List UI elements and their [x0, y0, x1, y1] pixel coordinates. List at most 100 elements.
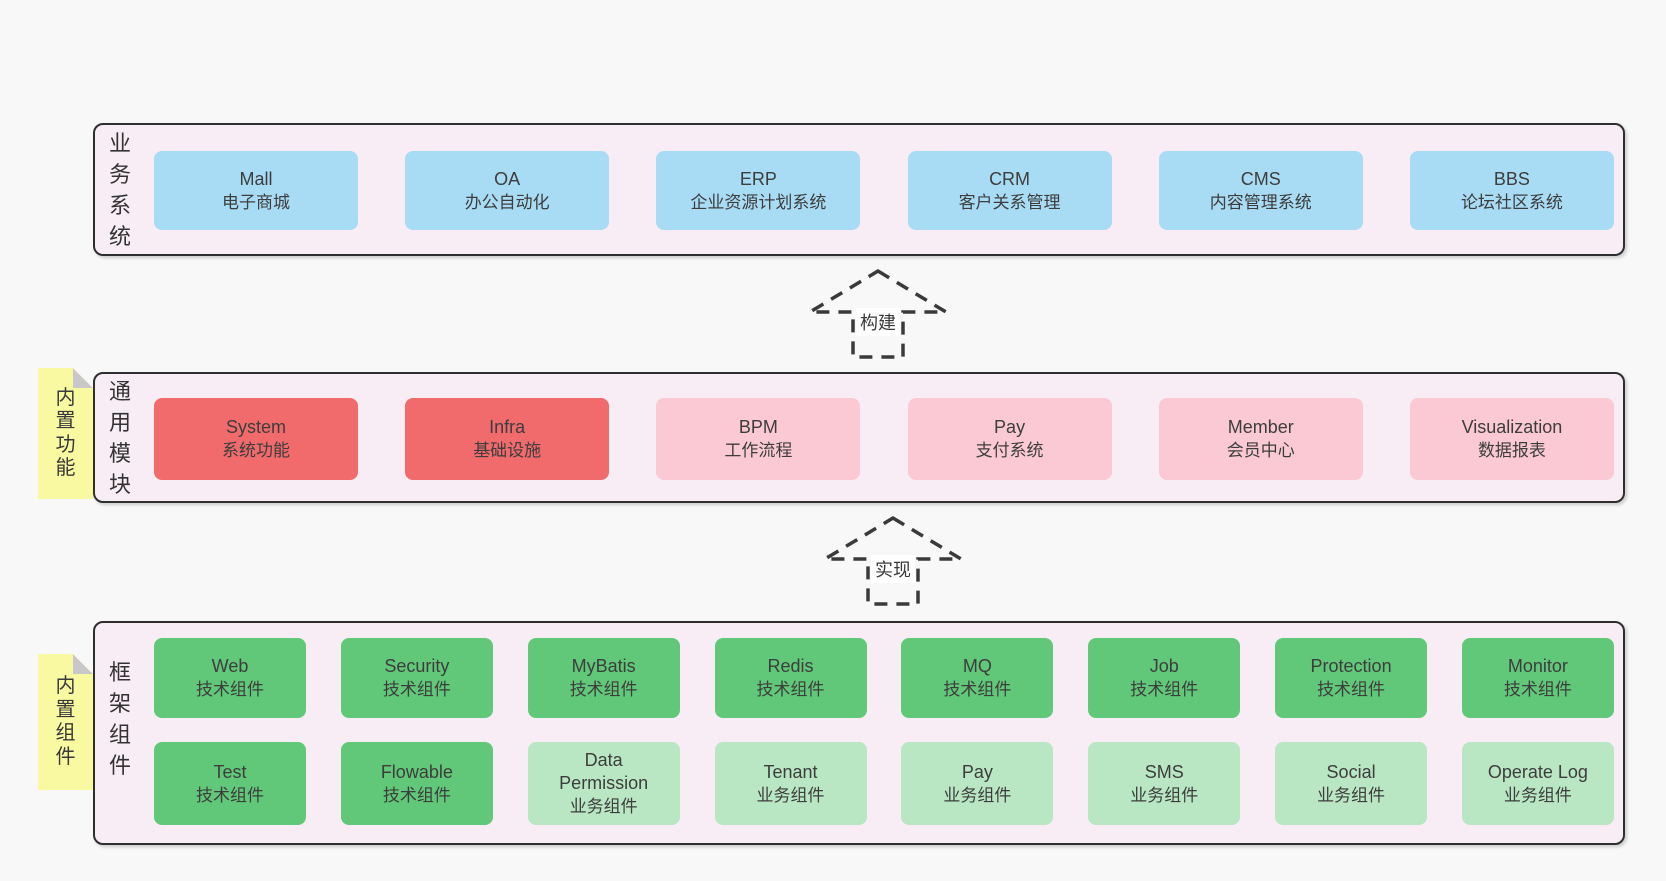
box-security: Security 技术组件 — [340, 638, 493, 718]
box-desc: 技术组件 — [943, 680, 1012, 699]
box-name: OA — [494, 168, 521, 189]
box-desc: 技术组件 — [756, 680, 825, 699]
box-desc: 系统功能 — [222, 441, 290, 460]
up-arrow-icon — [807, 268, 949, 359]
band-label-business-systems: 业务系统 — [108, 130, 131, 249]
box-name: MQ — [962, 656, 992, 676]
arrow-implement: 实现 — [822, 515, 964, 607]
box-name: Social — [1326, 761, 1376, 782]
box-name: Flowable — [380, 761, 453, 782]
arrow-build: 构建 — [807, 268, 949, 360]
box-desc: 技术组件 — [1503, 680, 1572, 699]
sticky-note-built-in-features: 内置功能 — [38, 368, 93, 499]
box-data-permission: Data Permission 业务组件 — [527, 742, 680, 825]
box-desc: 数据报表 — [1477, 441, 1546, 460]
box-redis: Redis 技术组件 — [714, 638, 867, 718]
box-crm: CRM 客户关系管理 — [907, 151, 1112, 230]
sticky-note-text: 内置组件 — [55, 675, 76, 768]
folded-corner-icon — [73, 654, 93, 674]
box-name: Redis — [767, 656, 814, 676]
box-system: System 系统功能 — [154, 398, 358, 480]
box-flowable: Flowable 技术组件 — [340, 742, 493, 825]
folded-corner-icon — [73, 368, 93, 388]
up-arrow-icon — [822, 515, 964, 606]
box-name: CMS — [1240, 168, 1281, 189]
sticky-note-text: 内置功能 — [55, 386, 76, 479]
box-desc: 技术组件 — [196, 680, 264, 699]
box-mall: Mall 电子商城 — [154, 151, 358, 230]
box-desc: 电子商城 — [222, 192, 290, 212]
box-name: Tenant — [763, 761, 818, 782]
box-name: Job — [1149, 656, 1179, 676]
box-desc: 论坛社区系统 — [1460, 192, 1563, 212]
box-desc: 工作流程 — [724, 441, 793, 460]
box-desc: 技术组件 — [382, 785, 451, 805]
band-label-common-modules: 通用模块 — [108, 378, 131, 497]
box-desc: 业务组件 — [943, 785, 1012, 805]
box-desc: 内容管理系统 — [1209, 192, 1312, 212]
box-desc: 支付系统 — [975, 441, 1044, 460]
box-row-components-2: Test 技术组件 Flowable 技术组件 Data Permission 业务组件 T… — [154, 742, 1614, 825]
box-bbs: BBS 论坛社区系统 — [1409, 151, 1614, 230]
box-oa: OA 办公自动化 — [405, 151, 610, 230]
box-desc: 业务组件 — [569, 797, 638, 816]
box-web: Web 技术组件 — [154, 638, 306, 718]
box-name: Test — [213, 761, 247, 782]
box-name: SMS — [1144, 761, 1184, 782]
box-desc: 技术组件 — [1317, 680, 1386, 699]
box-desc: 会员中心 — [1226, 441, 1295, 460]
box-desc: 技术组件 — [1130, 680, 1199, 699]
box-name: Data Permission — [559, 750, 649, 793]
arrow-label-build: 构建 — [856, 308, 900, 336]
box-name: Pay — [961, 761, 993, 782]
box-name: Pay — [994, 417, 1026, 437]
box-social: Social 业务组件 — [1275, 742, 1428, 825]
band-label-framework-components: 框架组件 — [108, 660, 131, 778]
box-desc: 技术组件 — [382, 680, 451, 699]
box-name: BPM — [738, 417, 778, 437]
box-job: Job 技术组件 — [1088, 638, 1241, 718]
box-erp: ERP 企业资源计划系统 — [656, 151, 861, 230]
box-name: Protection — [1310, 656, 1392, 676]
box-desc: 企业资源计划系统 — [690, 192, 827, 212]
box-desc: 客户关系管理 — [958, 192, 1061, 212]
box-name: BBS — [1493, 168, 1530, 189]
box-bpm: BPM 工作流程 — [656, 398, 861, 480]
box-desc: 业务组件 — [1317, 785, 1386, 805]
box-name: Security — [384, 656, 450, 676]
box-pay: Pay 业务组件 — [901, 742, 1054, 825]
box-desc: 技术组件 — [569, 680, 638, 699]
arrow-label-implement: 实现 — [871, 555, 915, 583]
box-name: Infra — [489, 417, 526, 437]
box-member: Member 会员中心 — [1158, 398, 1363, 480]
box-sms: SMS 业务组件 — [1088, 742, 1241, 825]
box-row-business: Mall 电子商城 OA 办公自动化 ERP 企业资源计划系统 CRM 客户关系管理 CMS 内容… — [154, 151, 1614, 230]
box-name: Web — [211, 656, 249, 676]
box-visualization: Visualization 数据报表 — [1409, 398, 1614, 480]
box-name: MyBatis — [571, 656, 636, 676]
box-name: Visualization — [1461, 417, 1563, 437]
box-desc: 技术组件 — [196, 785, 264, 805]
box-desc: 业务组件 — [1130, 785, 1199, 805]
box-monitor: Monitor 技术组件 — [1461, 638, 1614, 718]
box-pay: Pay 支付系统 — [907, 398, 1112, 480]
band-business-systems: 业务系统 Mall 电子商城 OA 办公自动化 ERP 企业资源计划系统 CRM 客户关系管理… — [93, 123, 1625, 256]
box-test: Test 技术组件 — [154, 742, 306, 825]
sticky-note-built-in-components: 内置组件 — [38, 654, 93, 790]
box-name: System — [225, 417, 286, 437]
box-name: Member — [1227, 417, 1294, 437]
box-desc: 办公自动化 — [464, 192, 550, 212]
box-name: Monitor — [1507, 656, 1568, 676]
box-name: Mall — [239, 168, 273, 189]
box-cms: CMS 内容管理系统 — [1158, 151, 1363, 230]
box-mybatis: MyBatis 技术组件 — [527, 638, 680, 718]
box-name: CRM — [989, 168, 1031, 189]
box-name: Operate Log — [1487, 761, 1588, 782]
box-name: ERP — [739, 168, 777, 189]
